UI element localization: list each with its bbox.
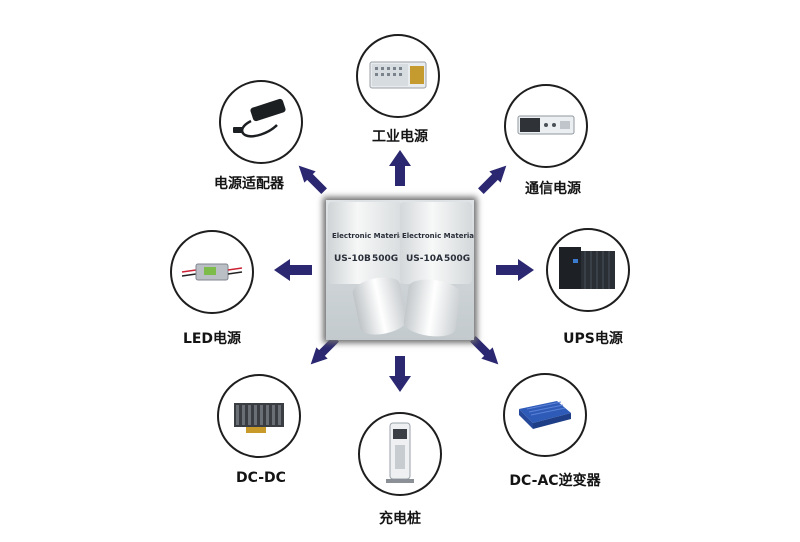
node-adapter (219, 80, 303, 164)
jar-right-model: US-10A (406, 254, 444, 264)
node-charger (358, 412, 442, 496)
power-adapter-icon (229, 95, 293, 149)
power-supply-icon (366, 52, 430, 100)
arrow-up-left (298, 165, 327, 194)
node-dcdc (217, 374, 301, 458)
label-adapter: 电源适配器 (214, 176, 284, 192)
jar-left-model: US-10B (334, 254, 371, 264)
small-jar-left (350, 273, 410, 339)
jar-right: Electronic Materials & Technol US-10A 50… (400, 202, 474, 284)
arrow-down-right (470, 336, 499, 365)
arrow-down (389, 356, 411, 392)
label-dcac: DC-AC逆变器 (509, 473, 601, 489)
node-telecom (504, 84, 588, 168)
arrow-right (496, 259, 534, 281)
arrow-up (389, 150, 411, 186)
label-industrial: 工业电源 (372, 129, 428, 145)
center-product-image: Electronic Materials & Techno US-10B 500… (326, 200, 474, 340)
dcdc-converter-icon (228, 391, 290, 441)
node-industrial (356, 34, 440, 118)
telecom-rack-icon (514, 104, 578, 148)
arrow-down-left (310, 336, 339, 365)
arrow-left (274, 259, 312, 281)
jar-right-weight: 500G (444, 254, 471, 264)
jar-left-weight: 500G (372, 254, 399, 264)
small-jar-right (402, 276, 462, 340)
label-dcdc: DC-DC (236, 470, 286, 486)
node-ups (546, 228, 630, 312)
label-charger: 充电桩 (379, 511, 421, 527)
charging-pile-icon (380, 419, 420, 489)
led-driver-icon (180, 250, 244, 294)
node-dcac (503, 373, 587, 457)
arrow-up-right (478, 165, 507, 194)
jar-left-brand: Electronic Materials & Techno (332, 232, 450, 240)
jar-left: Electronic Materials & Techno US-10B 500… (328, 202, 449, 284)
inverter-icon (513, 391, 577, 439)
node-led (170, 230, 254, 314)
label-ups: UPS电源 (563, 331, 623, 347)
ups-cabinet-icon (555, 243, 621, 297)
label-led: LED电源 (182, 331, 242, 347)
label-telecom: 通信电源 (525, 181, 581, 197)
jar-right-brand: Electronic Materials & Technol (402, 232, 474, 240)
